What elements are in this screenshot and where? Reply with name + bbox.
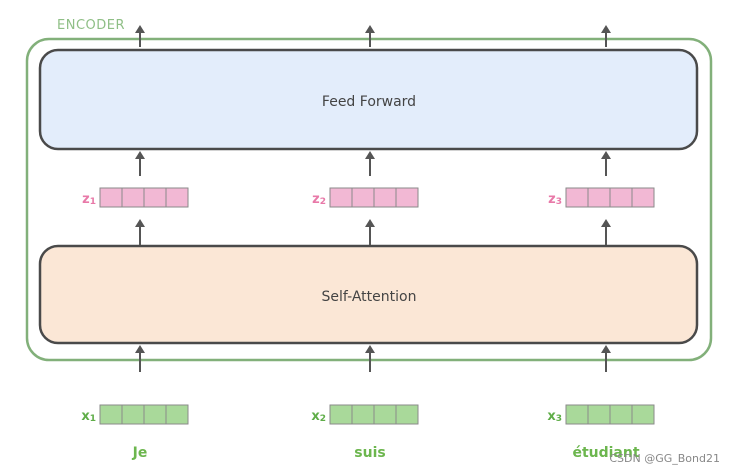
x-vector-cell bbox=[631, 404, 655, 425]
x-to-self-attention-arrow bbox=[601, 345, 611, 353]
x-vector-cell bbox=[99, 404, 123, 425]
input-word: Je bbox=[132, 445, 148, 461]
z-vector-cell bbox=[587, 187, 611, 208]
z-vector-cell bbox=[395, 187, 419, 208]
z-to-feed-forward-arrow bbox=[365, 151, 375, 159]
feed-forward-label: Feed Forward bbox=[322, 94, 416, 110]
z-vector-label: z1 bbox=[82, 192, 96, 207]
self-attention-to-z-arrow bbox=[135, 219, 145, 227]
x-vector-label: x3 bbox=[547, 409, 562, 424]
output-arrow bbox=[135, 25, 145, 33]
z-vector-cell bbox=[165, 187, 189, 208]
x-vector-cell bbox=[373, 404, 397, 425]
z-vector-cell bbox=[351, 187, 375, 208]
self-attention-to-z-arrow bbox=[365, 219, 375, 227]
output-arrow bbox=[601, 25, 611, 33]
encoder-label: ENCODER bbox=[57, 18, 125, 33]
z-vector-cell bbox=[631, 187, 655, 208]
x-vector-label: x2 bbox=[311, 409, 326, 424]
x-vector-cell bbox=[351, 404, 375, 425]
z-vector-label: z3 bbox=[548, 192, 562, 207]
x-vector-cell bbox=[609, 404, 633, 425]
x-vector-cell bbox=[165, 404, 189, 425]
z-vector-cell bbox=[609, 187, 633, 208]
self-attention-to-z-arrow bbox=[601, 219, 611, 227]
x-vector-cell bbox=[121, 404, 145, 425]
x-vector-cell bbox=[329, 404, 353, 425]
x-vector-label: x1 bbox=[81, 409, 96, 424]
input-word: suis bbox=[354, 445, 385, 461]
z-vector-cell bbox=[565, 187, 589, 208]
feed-forward-block bbox=[38, 48, 699, 151]
z-to-feed-forward-arrow bbox=[135, 151, 145, 159]
x-vector-cell bbox=[143, 404, 167, 425]
x-to-self-attention-arrow bbox=[365, 345, 375, 353]
z-vector-cell bbox=[329, 187, 353, 208]
z-vector-cell bbox=[99, 187, 123, 208]
z-vector-cell bbox=[373, 187, 397, 208]
watermark-text: CSDN @GG_Bond21 bbox=[609, 452, 720, 465]
z-to-feed-forward-arrow bbox=[601, 151, 611, 159]
x-vector-cell bbox=[565, 404, 589, 425]
self-attention-label: Self-Attention bbox=[322, 289, 417, 305]
z-vector-cell bbox=[143, 187, 167, 208]
z-vector-cell bbox=[121, 187, 145, 208]
z-vector-label: z2 bbox=[312, 192, 326, 207]
input-word: étudiant bbox=[572, 445, 639, 461]
x-vector-cell bbox=[587, 404, 611, 425]
x-vector-cell bbox=[395, 404, 419, 425]
encoder-label-background bbox=[52, 14, 136, 36]
self-attention-block bbox=[38, 244, 699, 345]
x-to-self-attention-arrow bbox=[135, 345, 145, 353]
output-arrow bbox=[365, 25, 375, 33]
